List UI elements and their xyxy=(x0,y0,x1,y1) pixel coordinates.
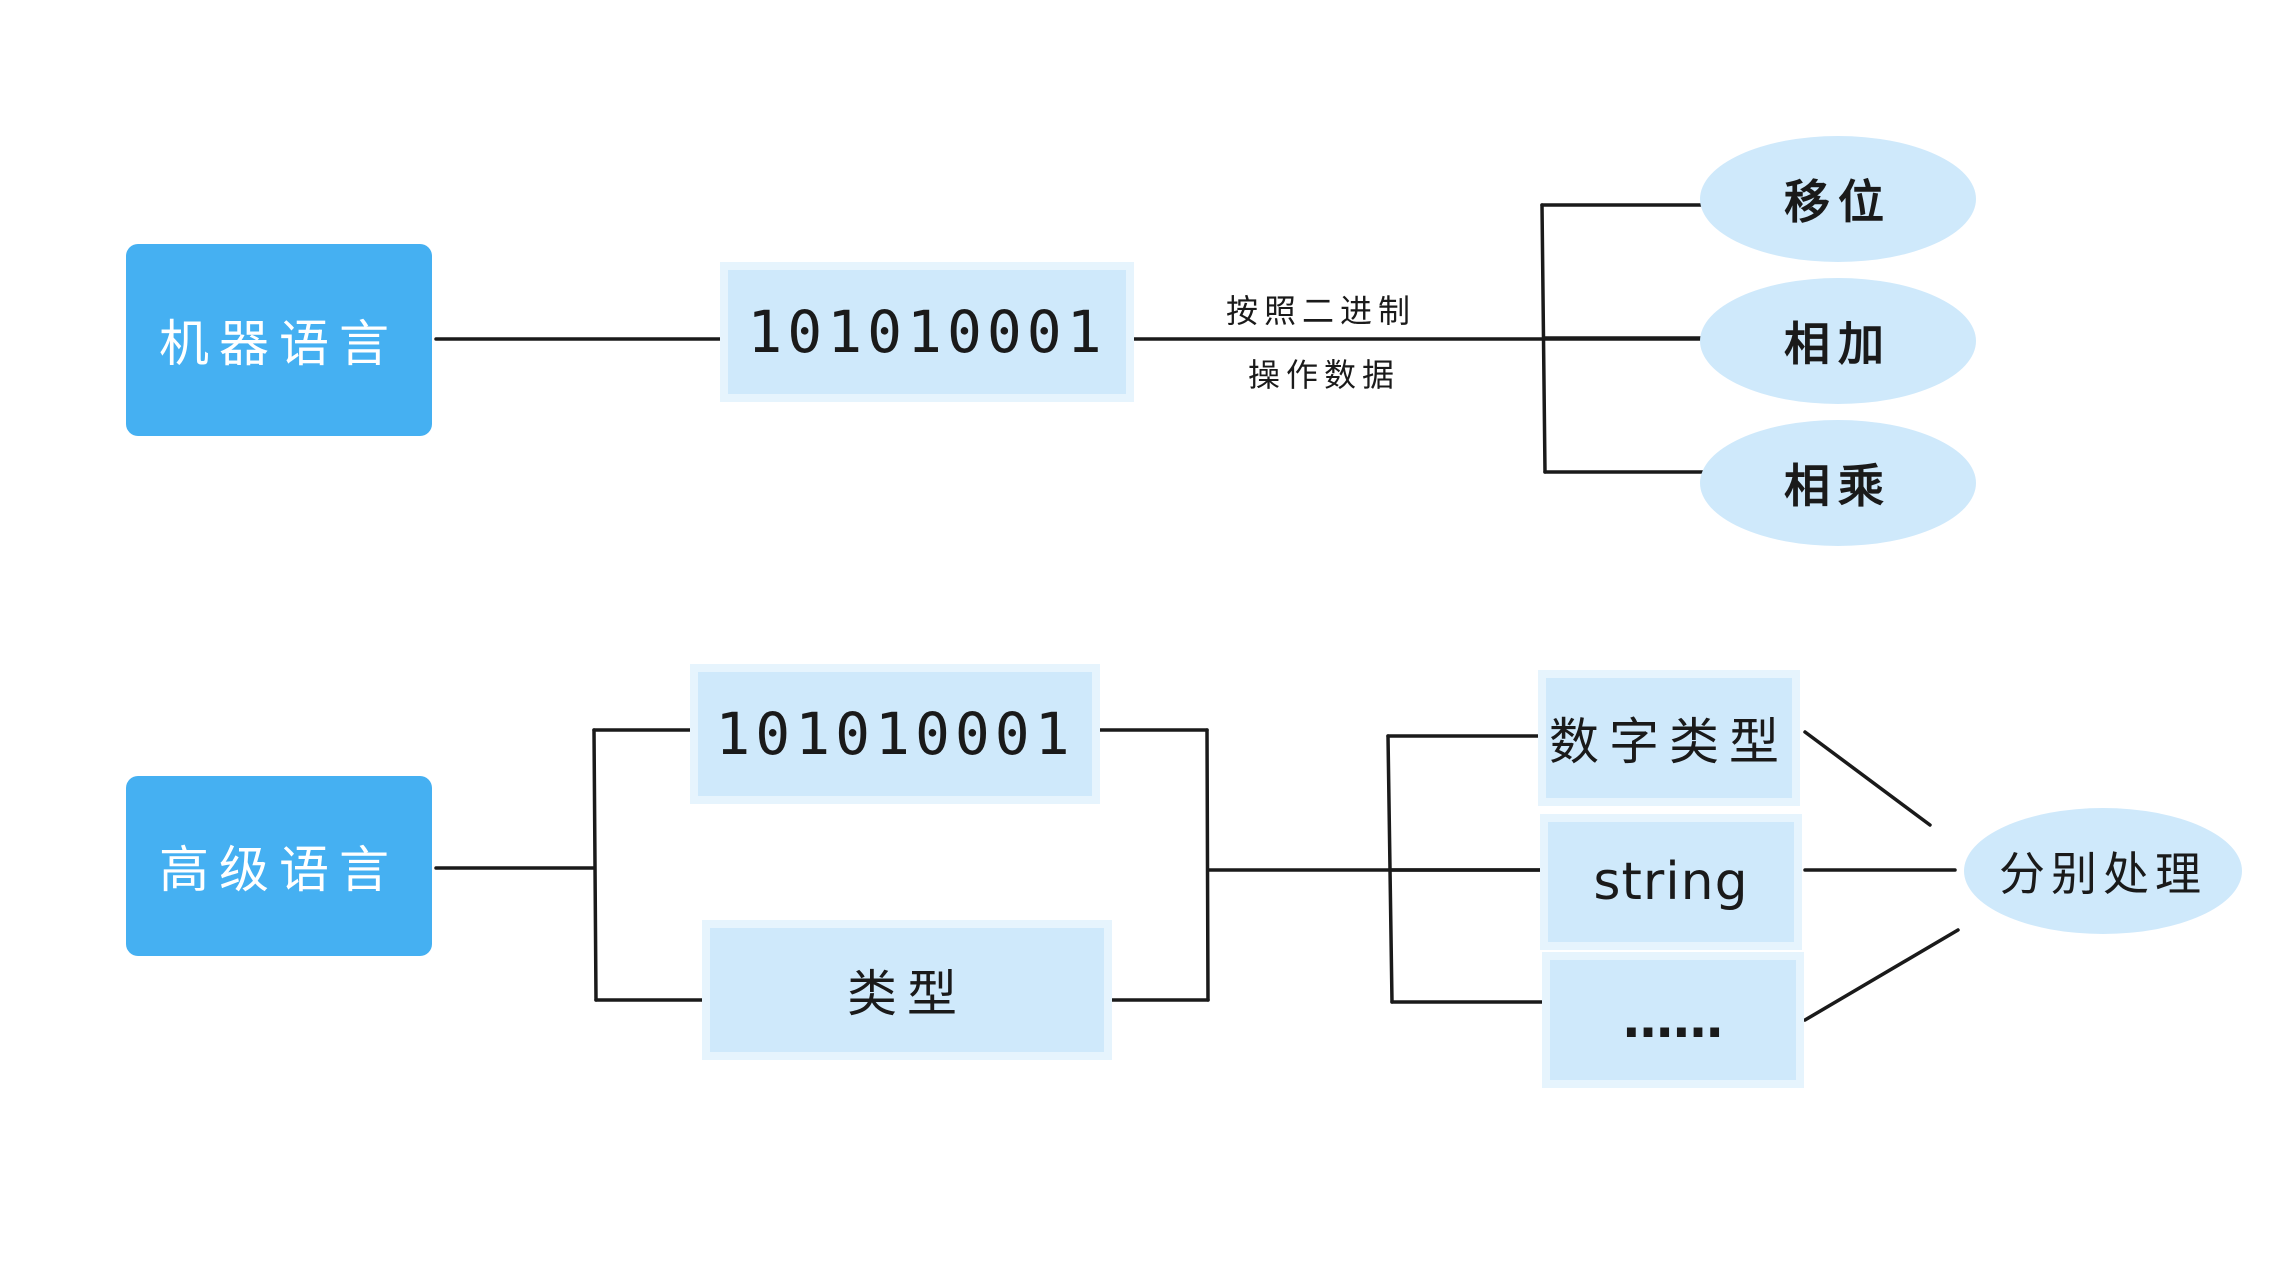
kind-more-label: …… xyxy=(1623,991,1723,1049)
line-merge-vertical xyxy=(1205,728,1210,1002)
kind-string-label: string xyxy=(1593,852,1749,912)
high-type-box: 类型 xyxy=(710,928,1104,1052)
kind-number-box: 数字类型 xyxy=(1546,678,1792,798)
line-high-split-vertical xyxy=(592,728,598,1002)
op-add-label: 相加 xyxy=(1784,317,1892,371)
result-label: 分别处理 xyxy=(1999,847,2207,901)
high-language-root: 高级语言 xyxy=(126,776,432,956)
op-multiply-label: 相乘 xyxy=(1784,459,1892,513)
op-shift-ellipse: 移位 xyxy=(1700,136,1976,262)
edge-label-binary: 按照二进制 xyxy=(1226,292,1417,330)
result-ellipse: 分别处理 xyxy=(1964,808,2242,934)
op-shift-label: 移位 xyxy=(1784,175,1892,229)
line-kind-number-to-result xyxy=(1803,730,1932,827)
high-binary-box: 101010001 xyxy=(698,672,1092,796)
machine-binary-box: 101010001 xyxy=(728,270,1126,394)
machine-language-label: 机器语言 xyxy=(159,315,399,373)
kind-more-box: …… xyxy=(1550,960,1796,1080)
high-type-label: 类型 xyxy=(847,965,967,1023)
edge-label-operate: 操作数据 xyxy=(1248,356,1401,394)
machine-binary-label: 101010001 xyxy=(747,298,1107,366)
high-binary-label: 101010001 xyxy=(715,700,1075,768)
high-language-label: 高级语言 xyxy=(159,841,399,899)
machine-language-root: 机器语言 xyxy=(126,244,432,436)
kind-number-label: 数字类型 xyxy=(1549,713,1789,771)
op-add-ellipse: 相加 xyxy=(1700,278,1976,404)
op-multiply-ellipse: 相乘 xyxy=(1700,420,1976,546)
line-kind-more-to-result xyxy=(1803,928,1960,1022)
kind-string-box: string xyxy=(1548,822,1794,942)
